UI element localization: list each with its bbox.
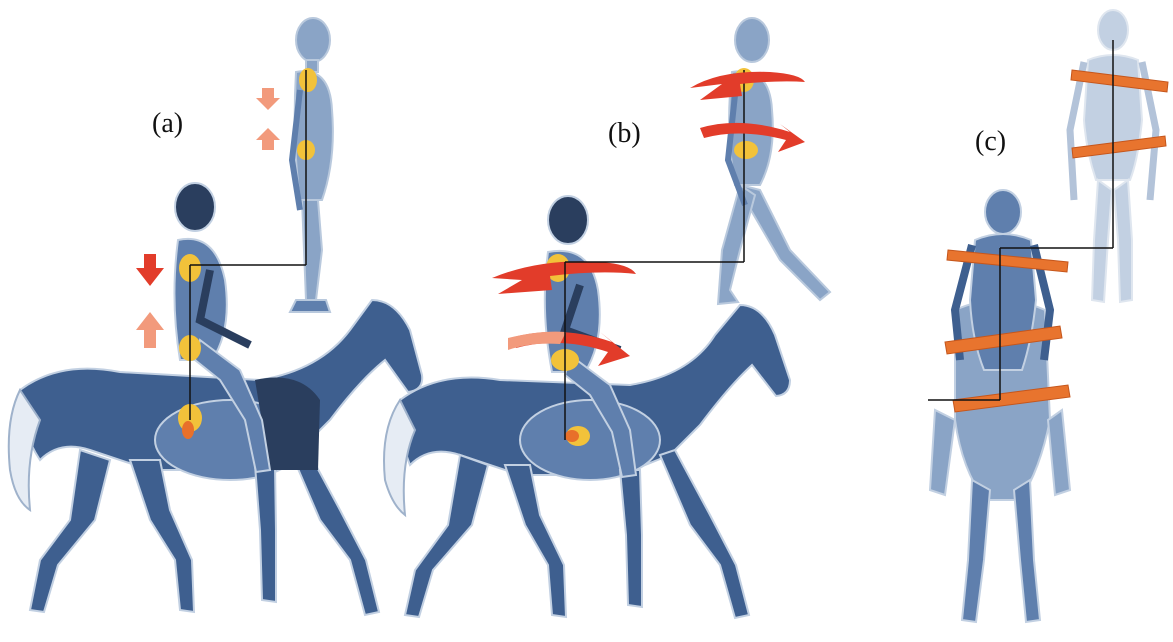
- vertical-arrows-rider-a: [136, 254, 164, 348]
- vertical-arrows-standing-a: [256, 88, 280, 150]
- walking-skeleton-b: [718, 18, 830, 304]
- panel-a: [9, 18, 422, 615]
- standing-skeleton-a: [290, 18, 333, 312]
- panel-label-b: (b): [608, 120, 641, 148]
- panel-b: [384, 18, 830, 618]
- panel-c: [928, 10, 1168, 622]
- panel-label-a: (a): [152, 110, 183, 138]
- panel-label-c: (c): [975, 128, 1006, 156]
